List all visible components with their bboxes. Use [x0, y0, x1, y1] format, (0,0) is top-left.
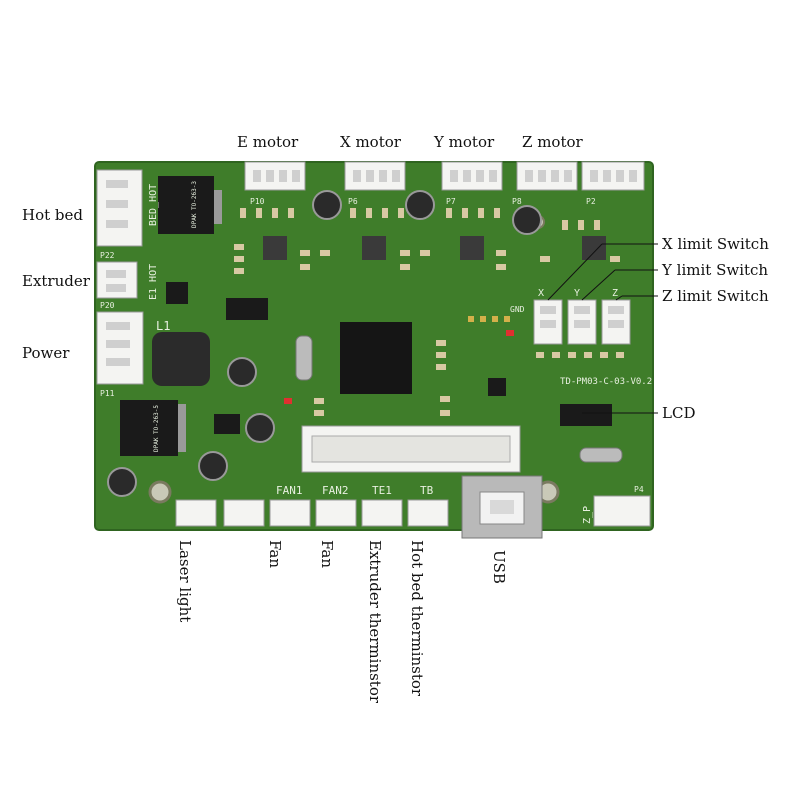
usb-label: USB — [490, 550, 508, 584]
silk-l1: L1 — [156, 319, 170, 333]
electrolytic-capacitors — [107, 190, 542, 497]
silk-te1: TE1 — [372, 484, 392, 497]
silk-bed-hot: BED_HOT — [148, 184, 159, 226]
silk-p10: P10 — [250, 197, 265, 206]
hot-bed-thermistor-label: Hot bed therminstor — [408, 540, 426, 697]
silk-p20: P20 — [100, 301, 115, 310]
power-label: Power — [22, 344, 70, 362]
silk-x: X — [538, 288, 544, 299]
silk-e1-hot: E1 HOT — [148, 264, 159, 300]
y-motor-label: Y motor — [434, 133, 495, 151]
status-leds — [284, 330, 514, 404]
x-motor-label: X motor — [340, 133, 401, 151]
silk-gnd: GND — [510, 305, 525, 314]
stepper-drivers — [263, 236, 606, 260]
extruder-label: Extruder — [22, 272, 90, 290]
silk-fan2: FAN2 — [322, 484, 349, 497]
silk-p11: P11 — [100, 389, 115, 398]
callout-lines — [547, 243, 658, 414]
silk-y: Y — [574, 288, 580, 299]
y-limit-switch-label: Y limit Switch — [662, 261, 769, 279]
motor-connectors — [244, 161, 645, 191]
z-motor-label: Z motor — [522, 133, 583, 151]
laser-light-label: Laser light — [176, 540, 194, 623]
extruder-connector — [96, 261, 138, 299]
silk-dpak1: DPAK TO-263-3 — [191, 181, 198, 228]
silk-p4: P4 — [634, 485, 644, 494]
silk-p6: P6 — [348, 197, 358, 206]
regulators — [120, 176, 222, 456]
misc-ics — [166, 282, 612, 434]
z-limit-switch-label: Z limit Switch — [662, 287, 769, 305]
crystals — [295, 335, 623, 463]
mcu-chip — [340, 322, 412, 394]
silk-fan1: FAN1 — [276, 484, 303, 497]
silk-zp: Z_P — [582, 506, 593, 524]
te1-connector — [361, 499, 403, 527]
zp-connector — [593, 495, 651, 527]
silk-p8: P8 — [512, 197, 522, 206]
fan1-connector-a — [223, 499, 265, 527]
laser-connector — [175, 499, 217, 527]
fan2-connector — [315, 499, 357, 527]
x-limit-switch-label: X limit Switch — [662, 235, 769, 253]
smd-parts — [234, 208, 624, 416]
fan1-label: Fan — [266, 540, 284, 568]
limit-switch-connectors — [533, 299, 631, 345]
hot-bed-label: Hot bed — [22, 206, 83, 224]
probe-pins — [468, 316, 510, 322]
bottom-connectors — [175, 495, 651, 527]
silk-dpak2: DPAK TO-263-5 — [153, 405, 160, 452]
lcd-header — [301, 425, 521, 473]
left-connectors — [96, 169, 144, 385]
silk-tb: TB — [420, 484, 434, 497]
silk-p22: P22 — [100, 251, 115, 260]
lcd-label: LCD — [662, 404, 696, 422]
silk-board-id: TD-PM03-C-03-V0.2 — [560, 377, 652, 387]
silk-p2: P2 — [586, 197, 596, 206]
fan2-label: Fan — [318, 540, 336, 568]
usb-port — [461, 475, 543, 539]
fan1-connector-b — [269, 499, 311, 527]
silk-z: Z — [612, 288, 618, 299]
silk-p7: P7 — [446, 197, 456, 206]
extruder-thermistor-label: Extruder therminstor — [366, 540, 384, 704]
e-motor-label: E motor — [237, 133, 299, 151]
tb-connector — [407, 499, 449, 527]
inductor-l1 — [152, 332, 210, 386]
